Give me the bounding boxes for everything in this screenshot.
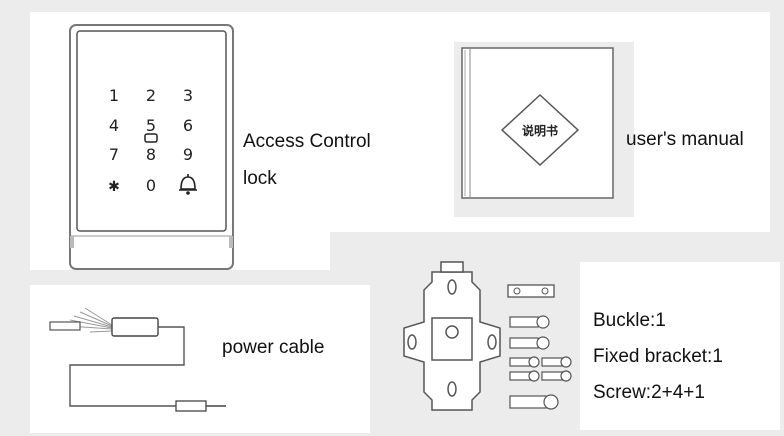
fixed-bracket <box>403 261 501 411</box>
key-3[interactable]: 3 <box>183 86 193 105</box>
key-7[interactable]: 7 <box>109 145 119 164</box>
key-8[interactable]: 8 <box>146 145 156 164</box>
key-0[interactable]: 0 <box>146 176 156 195</box>
doorbell-icon[interactable] <box>179 174 197 195</box>
key-5[interactable]: 5 <box>146 116 156 135</box>
buckle-count-label: Buckle:1 <box>593 310 666 331</box>
card-reader-icon <box>144 133 158 143</box>
lock-label-line1: Access Control <box>243 131 371 152</box>
key-2[interactable]: 2 <box>146 86 156 105</box>
power-cable-label: power cable <box>222 337 325 358</box>
fixed-bracket-count-label: Fixed bracket:1 <box>593 346 723 367</box>
buckle <box>507 284 555 298</box>
key-6[interactable]: 6 <box>183 116 193 135</box>
key-star[interactable]: ✱ <box>108 179 120 195</box>
lock-label-line2: lock <box>243 168 277 189</box>
screw-count-label: Screw:2+4+1 <box>593 382 705 403</box>
panel-accessories <box>580 262 780 430</box>
manual-label: user's manual <box>626 129 744 150</box>
key-4[interactable]: 4 <box>109 116 119 135</box>
key-9[interactable]: 9 <box>183 145 193 164</box>
manual-cover-text: 说明书 <box>522 123 558 138</box>
screws <box>509 315 572 410</box>
key-1[interactable]: 1 <box>109 86 119 105</box>
